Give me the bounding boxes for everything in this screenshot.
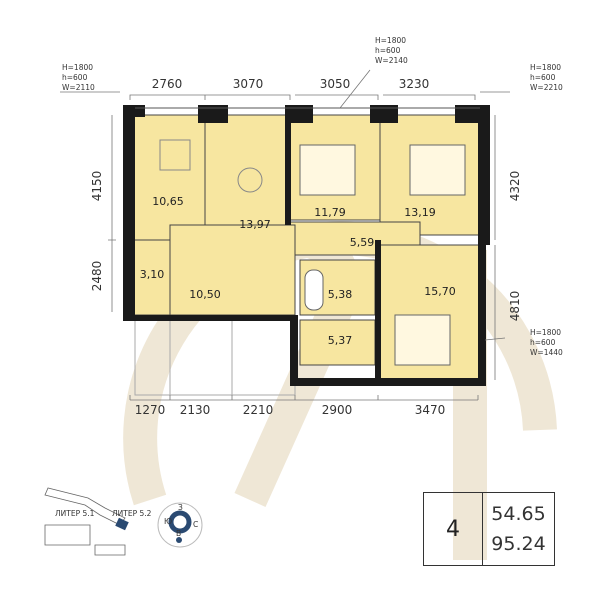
- window-note: W=2210: [530, 83, 563, 92]
- apartment-summary: 4 54.65 95.24: [423, 492, 555, 566]
- compass-west: З: [178, 503, 183, 512]
- window-note: h=600: [62, 73, 88, 82]
- compass-north: С: [193, 520, 198, 529]
- window-note: W=2140: [375, 56, 408, 65]
- site-plan-label-1: ЛИТЕР 5.1: [55, 509, 95, 518]
- site-plan: [44, 487, 129, 556]
- current-building-marker: [115, 517, 129, 531]
- bathtub-icon: [304, 269, 324, 311]
- dim-bottom-5: 3470: [415, 403, 446, 417]
- window-note: W=1440: [530, 348, 563, 357]
- rooms-count: 4: [424, 493, 483, 565]
- bed-icon: [409, 144, 466, 196]
- area-hall: 5,59: [350, 236, 375, 249]
- walls: [123, 105, 490, 386]
- dim-top-1: 2760: [152, 77, 183, 91]
- area-bathroom-1: 3,10: [140, 268, 165, 281]
- dim-left-2: 2480: [90, 261, 104, 292]
- room-kitchen: [129, 114, 206, 241]
- living-area: 54.65: [491, 503, 546, 525]
- bed-icon: [394, 314, 451, 366]
- dim-left-1: 4150: [90, 171, 104, 202]
- room-corridor: [169, 224, 296, 316]
- window-note: h=600: [530, 338, 556, 347]
- area-kitchen: 10,65: [152, 195, 184, 208]
- dim-top-2: 3070: [233, 77, 264, 91]
- dim-bottom-3: 2210: [243, 403, 274, 417]
- area-bedroom-2: 13,19: [404, 206, 436, 219]
- window-note: H=1800: [375, 36, 406, 45]
- table-icon: [237, 167, 263, 193]
- window-note: W=2110: [62, 83, 95, 92]
- dim-bottom-4: 2900: [322, 403, 353, 417]
- area-bathroom-2: 5,38: [328, 288, 353, 301]
- compass-east: В: [176, 529, 181, 538]
- window-note: H=1800: [530, 63, 561, 72]
- compass-south: Ю: [164, 517, 172, 526]
- dim-right-1: 4320: [508, 171, 522, 202]
- site-plan-label-2: ЛИТЕР 5.2: [112, 509, 152, 518]
- area-bedroom-3: 15,70: [424, 285, 456, 298]
- compass-icon: Ю З С В: [157, 502, 203, 548]
- dim-bottom-1: 1270: [135, 403, 166, 417]
- window-note: h=600: [375, 46, 401, 55]
- bed-icon: [299, 144, 356, 196]
- dim-top-3: 3050: [320, 77, 351, 91]
- window-note: H=1800: [62, 63, 93, 72]
- dining-table-icon: [159, 139, 191, 171]
- dim-top-4: 3230: [399, 77, 430, 91]
- area-bathroom-3: 5,37: [328, 334, 353, 347]
- total-area: 95.24: [491, 533, 546, 555]
- room-living: [204, 114, 291, 236]
- room-bathroom-1: [129, 239, 171, 316]
- dim-bottom-2: 2130: [180, 403, 211, 417]
- area-corridor: 10,50: [189, 288, 221, 301]
- window-note: h=600: [530, 73, 556, 82]
- dim-right-2: 4810: [508, 291, 522, 322]
- window-note: H=1800: [530, 328, 561, 337]
- area-living: 13,97: [239, 218, 271, 231]
- area-bedroom-1: 11,79: [314, 206, 346, 219]
- room-bathroom-3: [299, 319, 376, 366]
